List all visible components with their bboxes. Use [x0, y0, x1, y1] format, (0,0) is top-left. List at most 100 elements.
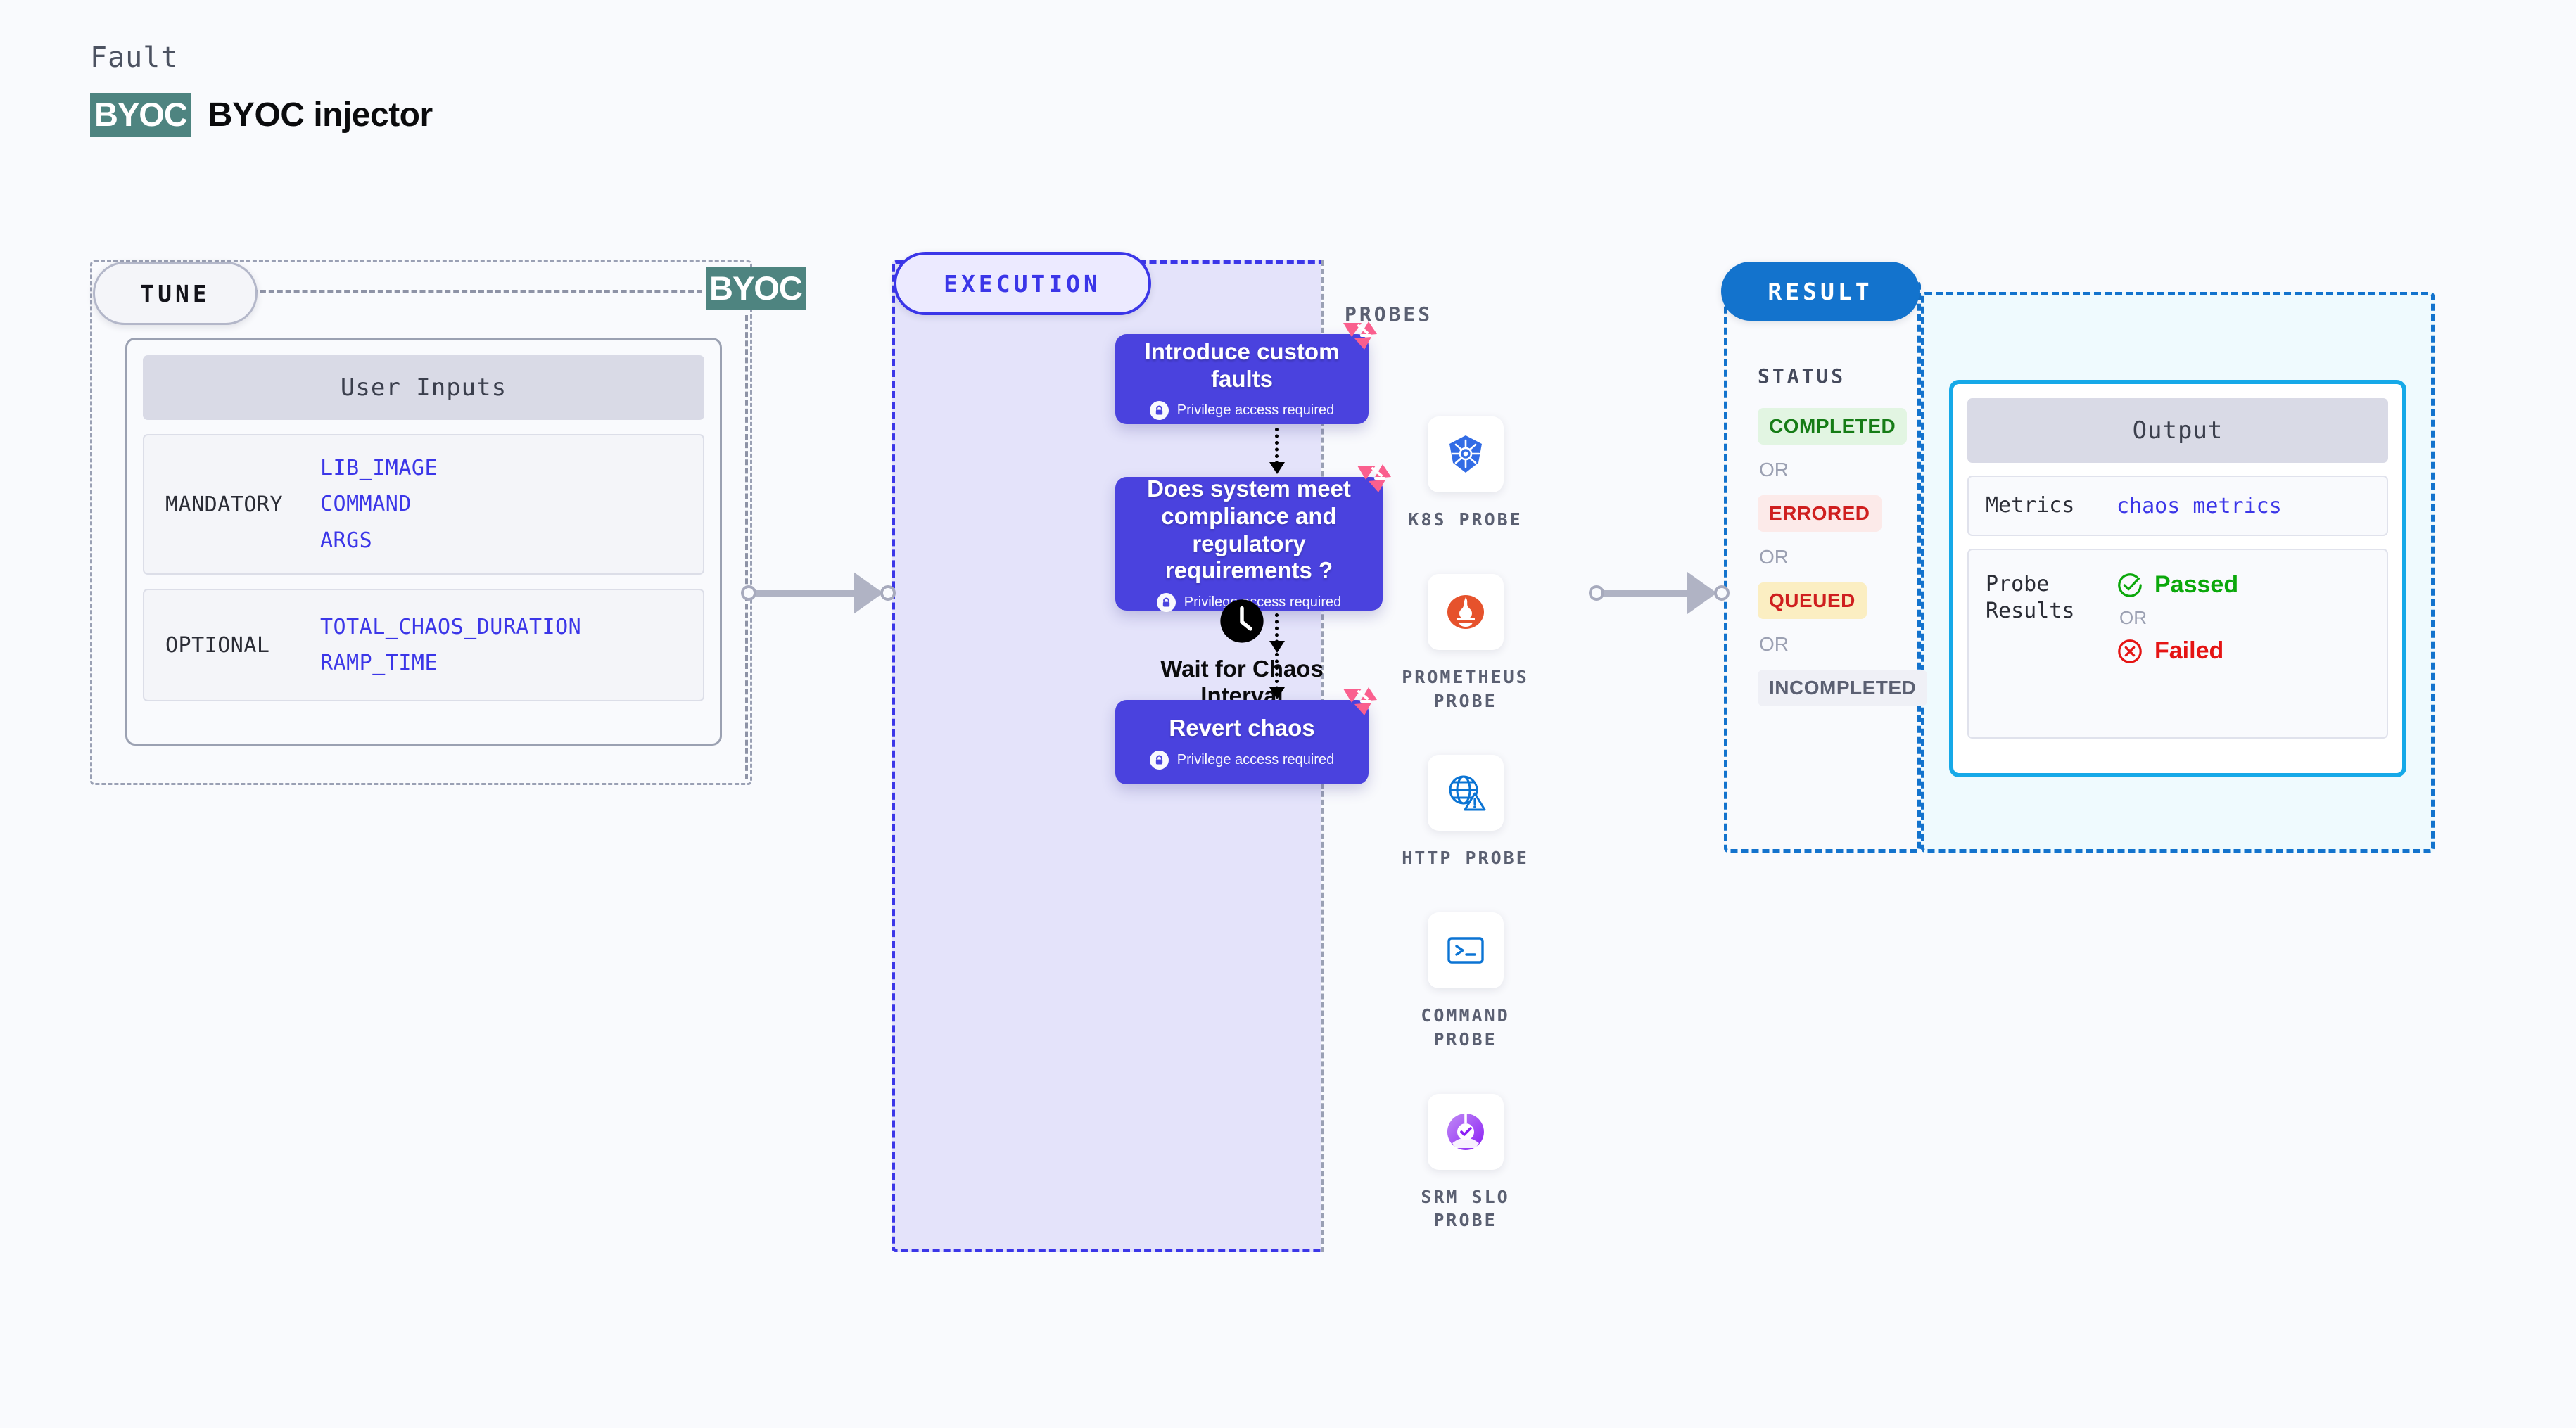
input-value-total-chaos-duration[interactable]: TOTAL_CHAOS_DURATION — [320, 614, 582, 639]
lock-icon — [1156, 593, 1176, 613]
flow-node-privilege-note: Privilege access required — [1156, 593, 1342, 613]
status-or-label: OR — [1759, 459, 1789, 480]
flow-arrow-1 — [1269, 428, 1285, 474]
status-title: STATUS — [1758, 364, 1846, 388]
title-row: BYOC BYOC injector — [90, 93, 934, 137]
check-circle-icon — [2118, 573, 2142, 597]
status-list: COMPLETED OR ERRORED OR QUEUED OR INCOMP… — [1758, 408, 1928, 706]
probe-item-http[interactable]: HTTP PROBE — [1364, 755, 1568, 870]
tune-stage-label[interactable]: TUNE — [93, 262, 258, 325]
probe-result-failed-label: Failed — [2155, 637, 2224, 664]
byoc-connector-badge: BYOC — [706, 267, 806, 310]
user-inputs-title: User Inputs — [143, 355, 704, 420]
flow-node-title: Revert chaos — [1169, 715, 1315, 741]
harness-logo-icon — [1343, 321, 1377, 350]
output-metrics-value[interactable]: chaos metrics — [2117, 493, 2282, 518]
status-or-label: OR — [1759, 633, 1789, 655]
probe-item-k8s[interactable]: K8S PROBE — [1364, 416, 1568, 532]
flow-node-sub-label: Privilege access required — [1184, 594, 1342, 611]
probe-label: SRM SLO PROBE — [1421, 1186, 1510, 1231]
input-group-label: MANDATORY — [165, 492, 284, 517]
probe-label: PROMETHEUS PROBE — [1402, 666, 1529, 711]
input-group-values: LIB_IMAGE COMMAND ARGS — [320, 457, 438, 552]
probe-result-passed: Passed — [2117, 571, 2238, 599]
x-circle-icon — [2118, 639, 2142, 663]
harness-logo-icon — [1357, 464, 1391, 492]
probe-result-values: Passed OR Failed — [2117, 571, 2238, 665]
probes-panel: PROBES — [1321, 260, 1604, 1252]
probe-result-failed: Failed — [2117, 637, 2238, 665]
status-badge-queued: QUEUED — [1758, 582, 1867, 619]
connector-end-dot — [880, 585, 896, 601]
input-group-label: OPTIONAL — [165, 632, 270, 658]
terminal-icon — [1447, 937, 1484, 964]
clock-icon — [1220, 599, 1264, 643]
probe-tile — [1427, 416, 1504, 492]
input-value-lib-image[interactable]: LIB_IMAGE — [320, 455, 438, 480]
probe-label: COMMAND PROBE — [1421, 1005, 1510, 1050]
probe-label: HTTP PROBE — [1402, 848, 1529, 869]
flow-node-introduce-custom-faults[interactable]: Introduce custom faults Privilege access… — [1115, 321, 1377, 424]
prometheus-icon — [1447, 594, 1484, 629]
output-metrics-label: Metrics — [1986, 493, 2075, 518]
connector-start-dot — [1589, 585, 1604, 601]
flow-node-privilege-note: Privilege access required — [1149, 750, 1335, 770]
probe-result-or-label: OR — [2119, 607, 2147, 628]
input-value-args[interactable]: ARGS — [320, 528, 373, 553]
probe-item-command[interactable]: COMMAND PROBE — [1364, 912, 1568, 1052]
status-badge-errored: ERRORED — [1758, 495, 1882, 532]
output-row-probe-results: Probe Results Passed OR Faile — [1967, 549, 2388, 739]
byoc-badge: BYOC — [90, 93, 191, 137]
connector-end-dot — [1714, 585, 1730, 601]
flow-node-title: Introduce custom faults — [1144, 338, 1340, 392]
probe-label: K8S PROBE — [1408, 509, 1523, 530]
result-stage-panel — [1724, 281, 1921, 853]
probes-title: PROBES — [1345, 302, 1433, 326]
input-value-ramp-time[interactable]: RAMP_TIME — [320, 651, 438, 675]
output-card: Output Metrics chaos metrics Probe Resul… — [1949, 380, 2406, 777]
byoc-vertical-dashed-line — [745, 315, 748, 779]
connector-execution-to-result — [1589, 570, 1730, 616]
flow-node-wait-for-chaos-interval[interactable]: Wait for Chaos Interval — [1115, 597, 1369, 709]
status-badge-completed: COMPLETED — [1758, 408, 1908, 445]
connector-arrowhead — [854, 572, 883, 614]
output-title: Output — [1967, 398, 2388, 463]
execution-stage-label[interactable]: EXECUTION — [894, 252, 1151, 315]
flow-node-compliance-check[interactable]: Does system meet compliance and regulato… — [1115, 464, 1391, 613]
probe-item-srm-slo[interactable]: SRM SLO PROBE — [1364, 1093, 1568, 1233]
probe-tile — [1427, 912, 1504, 988]
input-group-optional: OPTIONAL TOTAL_CHAOS_DURATION RAMP_TIME — [143, 589, 704, 701]
connector-tune-to-execution — [741, 570, 896, 616]
lock-icon — [1149, 750, 1169, 770]
tune-byoc-dashed-line — [252, 290, 702, 293]
http-globe-icon — [1449, 775, 1485, 811]
output-row-metrics: Metrics chaos metrics — [1967, 476, 2388, 536]
probe-tile — [1427, 755, 1504, 831]
lock-icon — [1149, 401, 1169, 421]
page-header: Fault BYOC BYOC injector — [90, 44, 934, 137]
probe-item-prometheus[interactable]: PROMETHEUS PROBE — [1364, 573, 1568, 713]
input-group-mandatory: MANDATORY LIB_IMAGE COMMAND ARGS — [143, 434, 704, 575]
harness-logo-icon — [1343, 687, 1377, 715]
connector-line — [756, 589, 854, 597]
flow-node-revert-chaos[interactable]: Revert chaos Privilege access required — [1115, 687, 1377, 784]
flow-arrow-3 — [1269, 653, 1285, 699]
flow-node-sub-label: Privilege access required — [1176, 402, 1335, 419]
input-value-command[interactable]: COMMAND — [320, 492, 412, 517]
flow-arrow-2 — [1269, 613, 1285, 653]
probes-list: K8S PROBE PROMETHEUS PROBE — [1324, 416, 1607, 1232]
probe-tile — [1427, 573, 1504, 650]
result-stage-label[interactable]: RESULT — [1721, 262, 1920, 321]
execution-flow: Introduce custom faults Privilege access… — [892, 260, 1391, 1252]
probe-tile — [1427, 1093, 1504, 1170]
probe-result-passed-label: Passed — [2155, 571, 2239, 598]
page-title: BYOC injector — [208, 96, 433, 134]
status-or-label: OR — [1759, 546, 1789, 568]
output-probe-results-label: Probe Results — [1986, 572, 2075, 623]
status-badge-incompleted: INCOMPLETED — [1758, 670, 1928, 706]
connector-line — [1604, 589, 1687, 597]
flow-node-title: Does system meet compliance and regulato… — [1147, 475, 1351, 584]
flow-node-sub-label: Privilege access required — [1176, 751, 1335, 767]
srm-slo-icon — [1447, 1113, 1484, 1150]
input-group-values: TOTAL_CHAOS_DURATION RAMP_TIME — [320, 616, 581, 675]
